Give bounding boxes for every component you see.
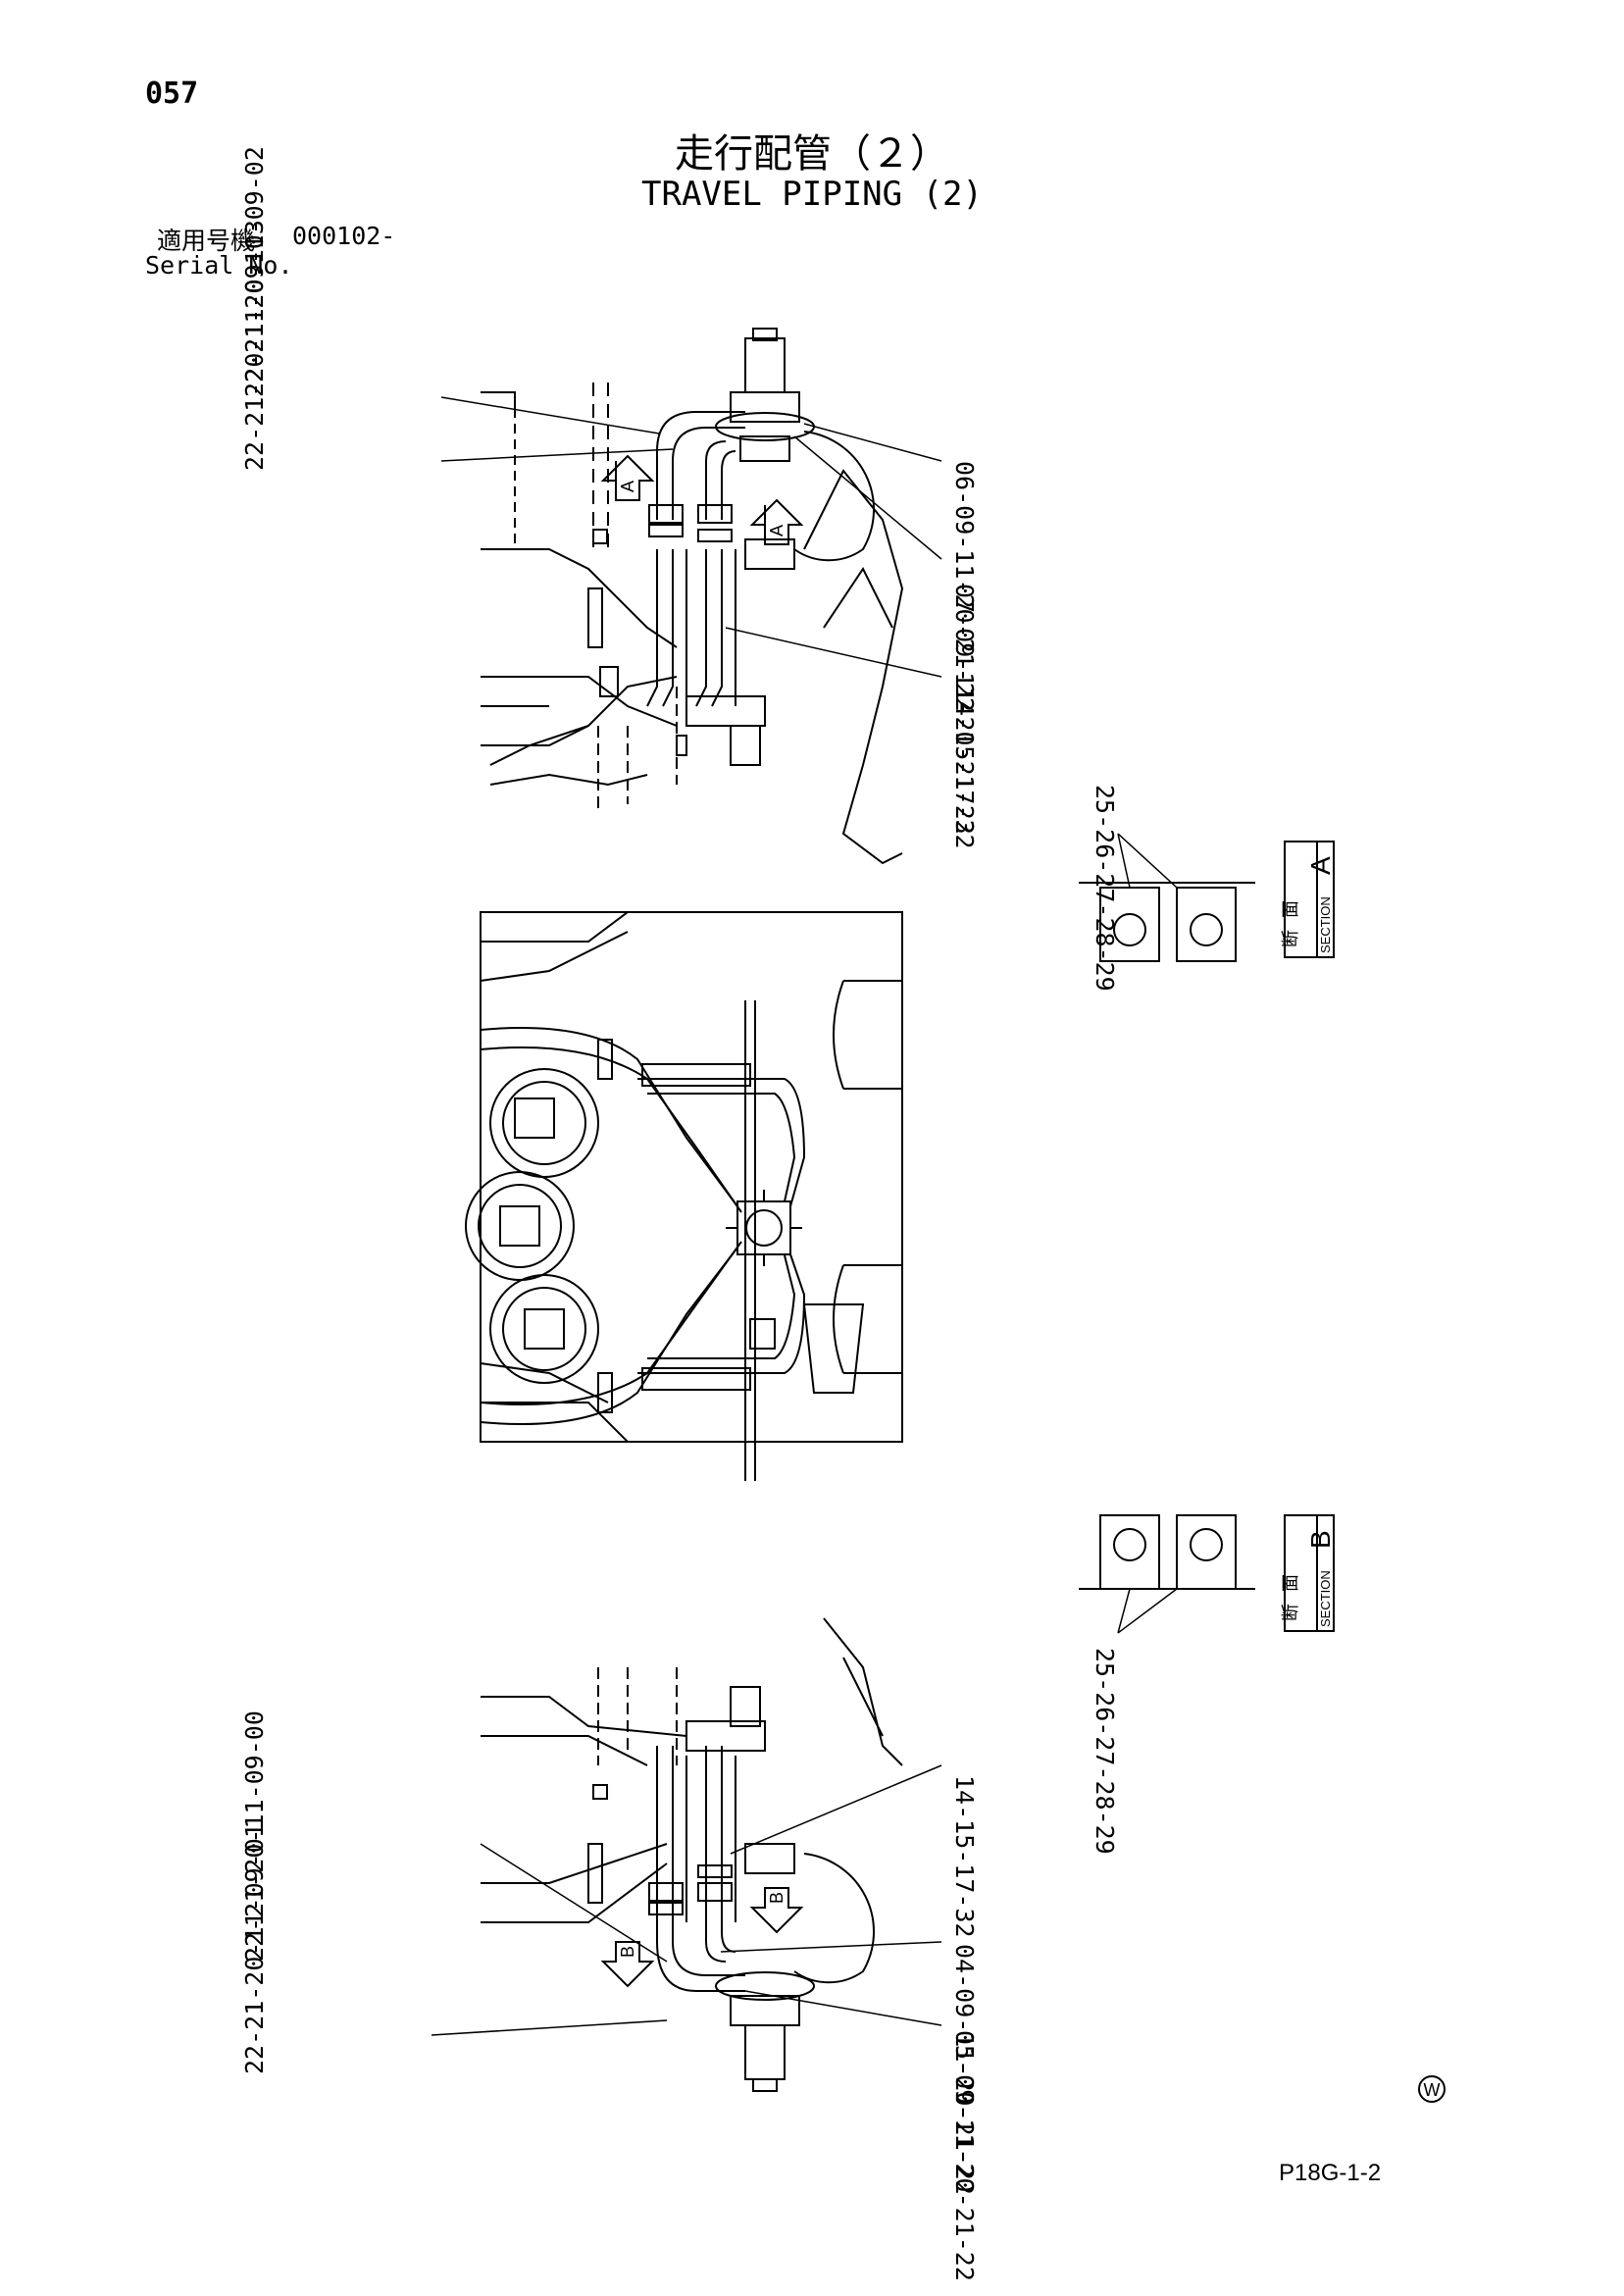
section-b-kanji-1: 断 [1281,1604,1301,1621]
callout-top-left-2: 22-21-20-11-09-03 [240,220,269,471]
bottom-frame-view [481,1617,903,2092]
section-b-detail [1079,1514,1335,1632]
view-markers: A A B B [618,481,787,1958]
section-a-detail [1079,841,1335,962]
leader-lines [431,396,1178,2036]
page-title-japanese: 走行配管（２） [675,131,949,177]
section-b-letter: B [1305,1530,1336,1549]
revision-mark-letter: W [1424,2080,1441,2100]
middle-frame-view [465,911,903,1481]
callout-top-left-1: 22-21-20-11-09-02 [240,146,269,397]
view-marker-b1: B [618,1946,637,1958]
callout-top-right-3: 14-15-17-32 [950,687,979,849]
section-a-word: SECTION [1318,896,1333,953]
serial-number-value: 000102- [292,222,396,250]
callout-bottom-right-2: 04-09-11-20-21-22 [950,1944,979,2195]
view-marker-b2: B [767,1892,787,1904]
serial-label-english: Serial No. [145,251,293,280]
callout-labels: 22-21-20-11-09-02 22-21-20-11-09-03 06-0… [240,146,1119,2281]
callout-bottom-left-2: 22-21-20-11-09-01 [240,1823,269,2074]
section-b-word: SECTION [1318,1570,1333,1627]
callout-bottom-right-1: 14-15-17-32 [950,1775,979,1938]
callout-bottom-right-3: 05-09-11-20-21-22 [950,2030,979,2281]
section-labels: 断 面 SECTION A 断 面 SECTION B [1281,856,1336,1627]
page-number: 057 [145,77,199,111]
view-marker-a2: A [767,525,787,536]
page-title-english: TRAVEL PIPING (2) [641,175,983,214]
callout-top-right-1: 06-09-11-20-21-22 [950,461,979,712]
callout-top-right-2: 07-09-11-20-21-22 [950,584,979,835]
callout-section-b-parts: 25-26-27-28-29 [1091,1648,1119,1855]
top-frame-view [481,328,904,865]
section-a-kanji-2: 面 [1281,900,1301,918]
section-b-kanji-2: 面 [1281,1574,1301,1592]
revision-mark: W [1418,2075,1446,2103]
view-marker-a1: A [618,481,637,492]
callout-bottom-left-1: 22-21-20-11-09-00 [240,1710,269,1962]
drawing-code: P18G-1-2 [1279,2160,1382,2186]
callout-section-a-parts: 25-26-27-28-29 [1091,785,1119,992]
serial-label-japanese: 適用号機 [157,227,256,255]
section-a-kanji-1: 断 [1281,930,1301,947]
section-a-letter: A [1305,856,1336,875]
